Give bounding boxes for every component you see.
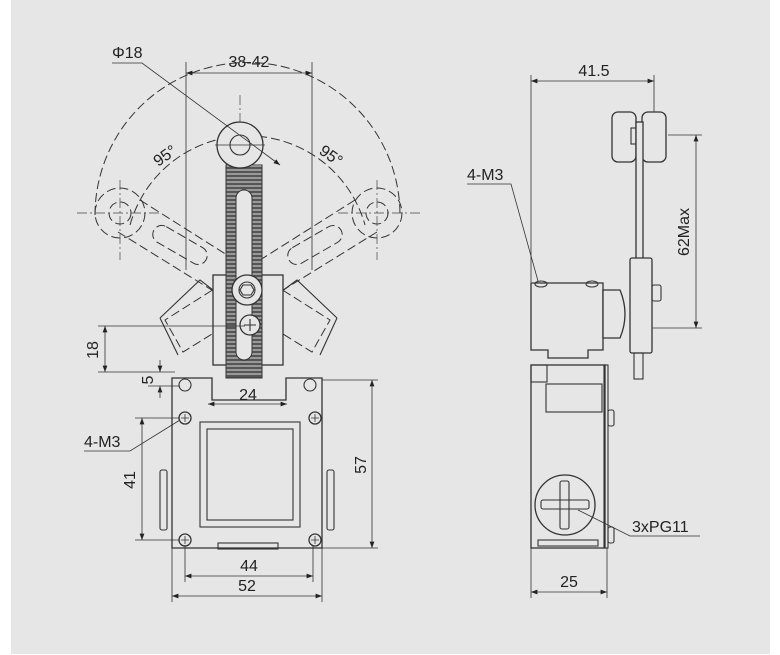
dim-44: 44 — [240, 558, 258, 575]
dim-62max: 62Max — [676, 208, 693, 256]
dim-18: 18 — [85, 341, 102, 359]
side-pivot-plate — [629, 257, 653, 354]
conduit-gland — [534, 474, 596, 536]
dim-24: 24 — [239, 387, 257, 404]
side-view: 41.5 4-M3 62Max 3xPG11 25 — [467, 63, 702, 598]
dim-angle-left: 95° — [151, 142, 181, 170]
dim-angle-right: 95° — [316, 142, 346, 170]
screw-icon — [178, 411, 322, 547]
cover-outer — [199, 421, 301, 528]
side-roller-right — [641, 111, 667, 163]
cover-inner — [206, 428, 294, 521]
side-mount-thread-label: 4-M3 — [467, 167, 504, 184]
dim-57: 57 — [353, 456, 370, 474]
swing-arc-outer — [94, 62, 401, 216]
dim-roller-diameter: Φ18 — [112, 45, 143, 62]
conduit-label: 3xPG11 — [632, 519, 689, 536]
side-head — [530, 282, 604, 359]
dim-5: 5 — [140, 375, 157, 384]
pivot-bolt — [231, 274, 263, 306]
side-roller-left — [611, 111, 637, 163]
dim-52: 52 — [238, 578, 256, 595]
front-mount-thread-label: 4-M3 — [84, 434, 121, 451]
dim-25: 25 — [560, 574, 578, 591]
dim-lever-width: 38-42 — [229, 54, 270, 71]
front-view: 38-42 Φ18 95° 95° 18 5 24 4-M3 41 57 44 … — [77, 45, 420, 602]
dim-41-5: 41.5 — [578, 63, 609, 80]
switch-body — [171, 377, 323, 549]
mount-hole — [178, 378, 192, 392]
side-shaft-housing — [602, 289, 626, 339]
dim-41: 41 — [122, 471, 139, 489]
mount-hole — [303, 378, 317, 392]
